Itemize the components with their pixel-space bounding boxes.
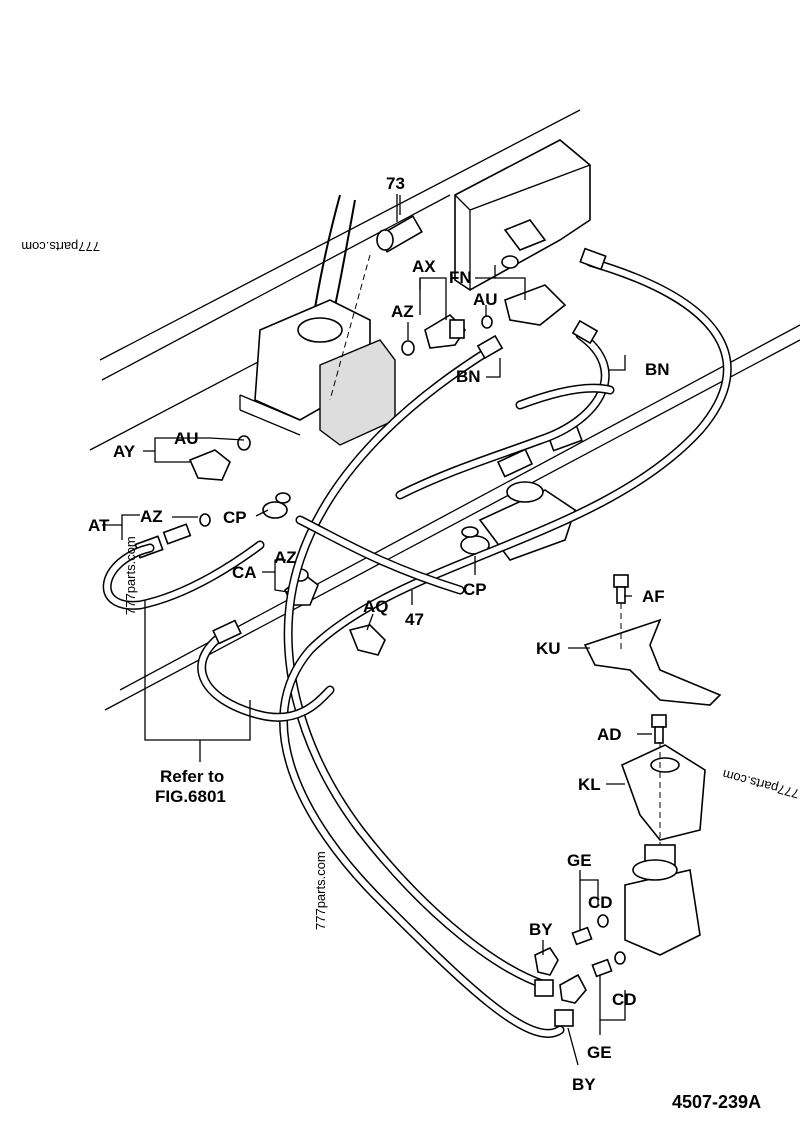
- pump: [624, 844, 701, 956]
- label-az-left: AZ: [140, 507, 163, 526]
- label-cd-bot: CD: [612, 990, 637, 1009]
- label-at: AT: [88, 516, 110, 535]
- refer-line-2: FIG.6801: [155, 787, 226, 806]
- bracket-ku: [583, 574, 722, 706]
- hoses: [102, 257, 732, 1038]
- label-au-left: AU: [174, 429, 199, 448]
- label-by-top: BY: [529, 920, 553, 939]
- clip-aq: [348, 624, 386, 656]
- watermarks: 777parts.com 777parts.com 777parts.com 7…: [21, 239, 800, 930]
- part-labels: 73 FN AX AZ AU BN BN AY AU AT AZ CP AZ C…: [88, 174, 670, 1094]
- fitting-ax: [401, 313, 467, 356]
- label-ad: AD: [597, 725, 622, 744]
- label-by-bot: BY: [572, 1075, 596, 1094]
- label-ge-bot: GE: [587, 1043, 612, 1062]
- watermark-3: 777parts.com: [313, 851, 328, 930]
- label-cd-top: CD: [588, 893, 613, 912]
- fitting-73: [329, 195, 423, 401]
- label-fn: FN: [449, 268, 472, 287]
- label-aq: AQ: [363, 597, 389, 616]
- watermark-4: 777parts.com: [721, 767, 800, 802]
- fitting-au-left: [188, 435, 251, 481]
- refer-line-1: Refer to: [160, 767, 224, 786]
- label-73: 73: [386, 174, 405, 193]
- tank-box: [454, 139, 591, 291]
- label-bn-right: BN: [645, 360, 670, 379]
- label-af: AF: [642, 587, 665, 606]
- fitting-by: [534, 946, 587, 1004]
- label-ay: AY: [113, 442, 136, 461]
- label-ca: CA: [232, 563, 257, 582]
- figure-code: 4507-239A: [672, 1092, 761, 1112]
- watermark-1: 777parts.com: [21, 239, 100, 254]
- label-az-mid: AZ: [274, 548, 297, 567]
- watermark-2: 777parts.com: [123, 536, 138, 615]
- frame-lines: [89, 109, 800, 711]
- label-ku: KU: [536, 639, 561, 658]
- bracket-kl: [620, 714, 706, 850]
- label-az-top: AZ: [391, 302, 414, 321]
- clamp-cp-mid: [460, 526, 490, 555]
- leader-lines: [102, 194, 652, 1066]
- label-ge-top: GE: [567, 851, 592, 870]
- fitting-ge-cd: [571, 914, 626, 978]
- label-ax: AX: [412, 257, 436, 276]
- fitting-fn: [481, 219, 567, 329]
- clamp-cp-left: [262, 492, 291, 519]
- control-valve: [239, 194, 396, 446]
- reference-note: Refer to FIG.6801: [155, 767, 226, 806]
- hose-end-fittings: [212, 247, 607, 1027]
- label-kl: KL: [578, 775, 601, 794]
- label-cp-left: CP: [223, 508, 247, 527]
- label-bn-left: BN: [456, 367, 481, 386]
- label-au-top: AU: [473, 290, 498, 309]
- label-cp-mid: CP: [463, 580, 487, 599]
- label-47: 47: [405, 610, 424, 629]
